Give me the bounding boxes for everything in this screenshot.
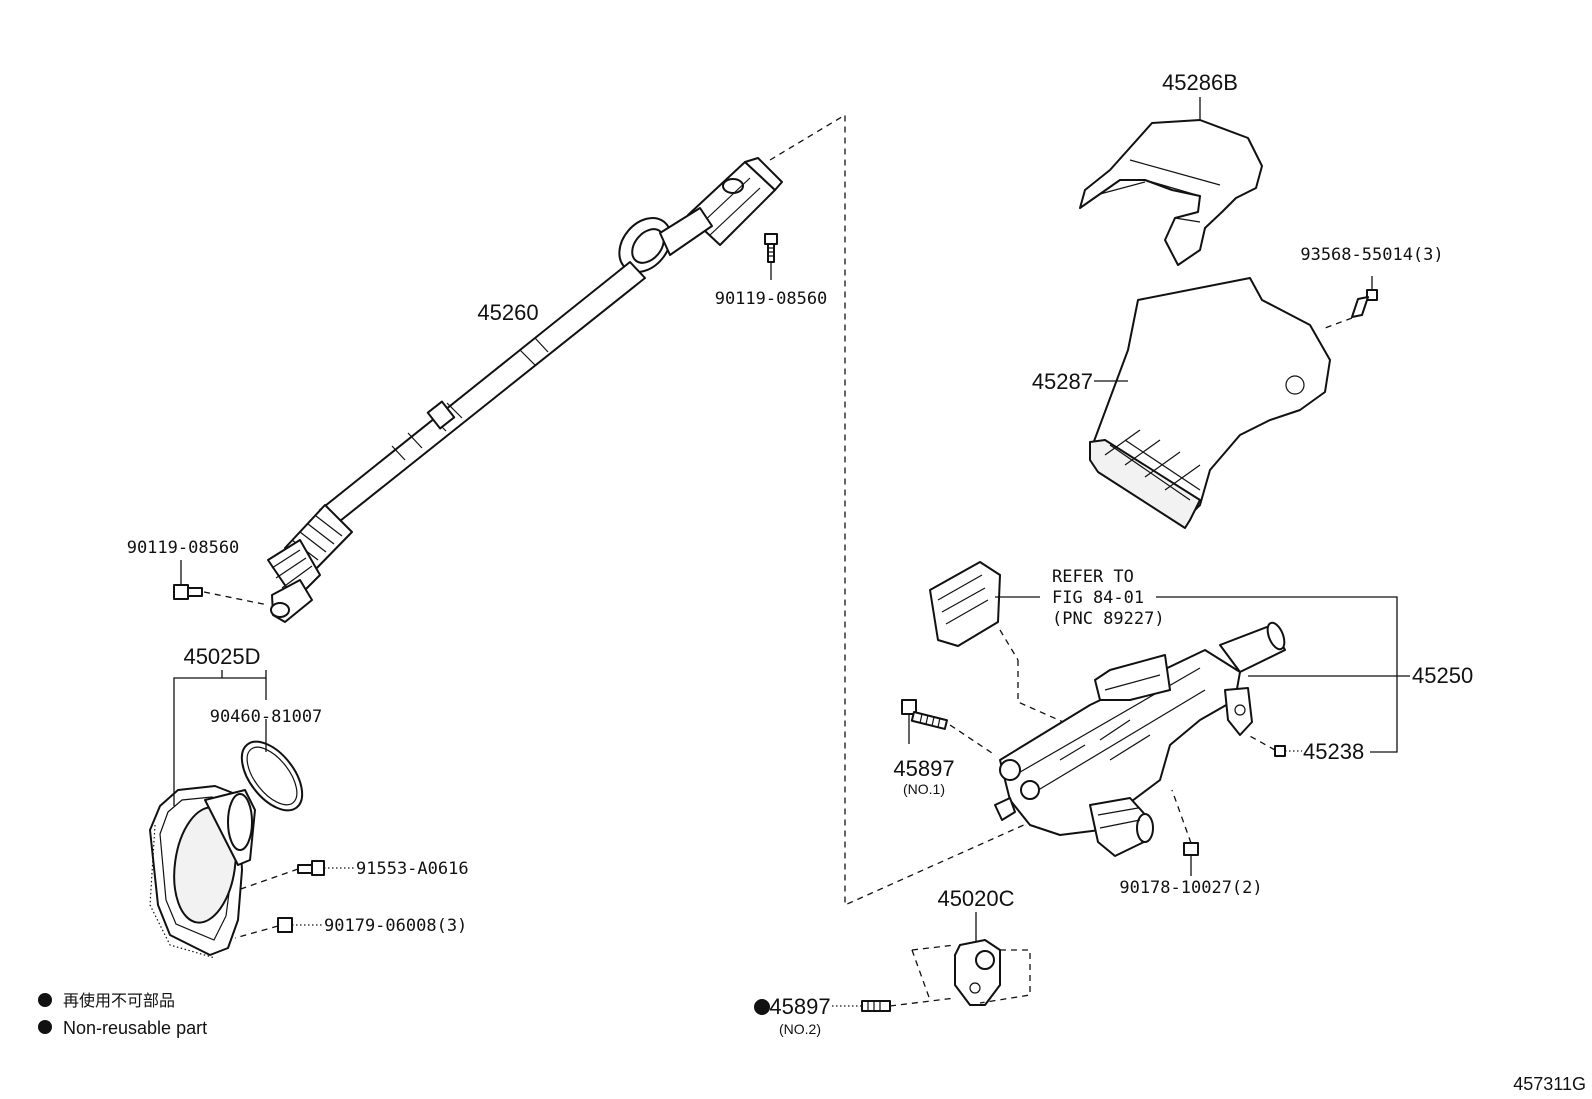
- callout-45250: 45250: [1412, 663, 1473, 688]
- non-reusable-marker-45897: [754, 999, 770, 1015]
- bolt-91553-A0616: [237, 860, 355, 891]
- hole-cover-45025D: [149, 785, 256, 959]
- bolt-90119-08560-left: [173, 560, 269, 606]
- nut-90178-10027: [1171, 789, 1199, 876]
- refer-to-line1: REFER TO: [1052, 567, 1134, 587]
- refer-to-line3: (PNC 89227): [1052, 609, 1165, 629]
- steering-column-45250: [994, 621, 1410, 857]
- callout-91553-A0616: 91553-A0616: [356, 859, 469, 879]
- bracket-45025D: [173, 670, 267, 806]
- legend-bullet-2: [38, 1020, 52, 1034]
- figure-id: 457311G: [1513, 1074, 1586, 1094]
- bolt-90119-08560-upper: [764, 233, 778, 280]
- callout-45286B: 45286B: [1162, 70, 1238, 95]
- callout-90460-81007: 90460-81007: [210, 707, 323, 727]
- bolt-45238: [1247, 734, 1302, 757]
- bolt-45897-no1: [901, 699, 996, 756]
- callout-45897-no2-sub: (NO.2): [779, 1021, 821, 1037]
- callout-45897-no1: 45897: [893, 756, 954, 781]
- callout-90179-06008: 90179-06008(3): [324, 916, 467, 936]
- callout-45025D: 45025D: [183, 644, 260, 669]
- callout-45897-no2: 45897: [769, 994, 830, 1019]
- callout-93568-55014: 93568-55014(3): [1300, 245, 1443, 265]
- callout-90119-08560-top: 90119-08560: [715, 289, 828, 309]
- callout-45897-no1-sub: (NO.1): [903, 781, 945, 797]
- refer-to-line2: FIG 84-01: [1052, 588, 1144, 608]
- intermediate-shaft-45260: [267, 157, 783, 623]
- callout-90119-08560-left: 90119-08560: [127, 538, 240, 558]
- upper-column-cover-45286B: [1079, 97, 1263, 266]
- bolt-45897-no2: [832, 997, 956, 1012]
- legend-line-jp: 再使用不可部品: [63, 991, 175, 1010]
- referenced-module-89227: [929, 561, 1398, 753]
- callout-45287: 45287: [1032, 369, 1093, 394]
- nut-90179-06008: [234, 917, 322, 939]
- callout-90178-10027: 90178-10027(2): [1119, 878, 1262, 898]
- legend-bullet-1: [38, 993, 52, 1007]
- legend: 再使用不可部品 Non-reusable part: [38, 991, 207, 1038]
- callout-45020C: 45020C: [937, 886, 1014, 911]
- lower-column-cover-45287: [1089, 277, 1331, 529]
- clamp-90460-81007: [240, 719, 304, 812]
- screw-93568-55014: [1324, 276, 1378, 329]
- callout-45260: 45260: [477, 300, 538, 325]
- legend-line-en: Non-reusable part: [63, 1018, 207, 1038]
- bracket-45020C: [911, 912, 1031, 1006]
- shaft-to-column-reference-line: [769, 113, 1036, 907]
- callout-45238: 45238: [1303, 739, 1364, 764]
